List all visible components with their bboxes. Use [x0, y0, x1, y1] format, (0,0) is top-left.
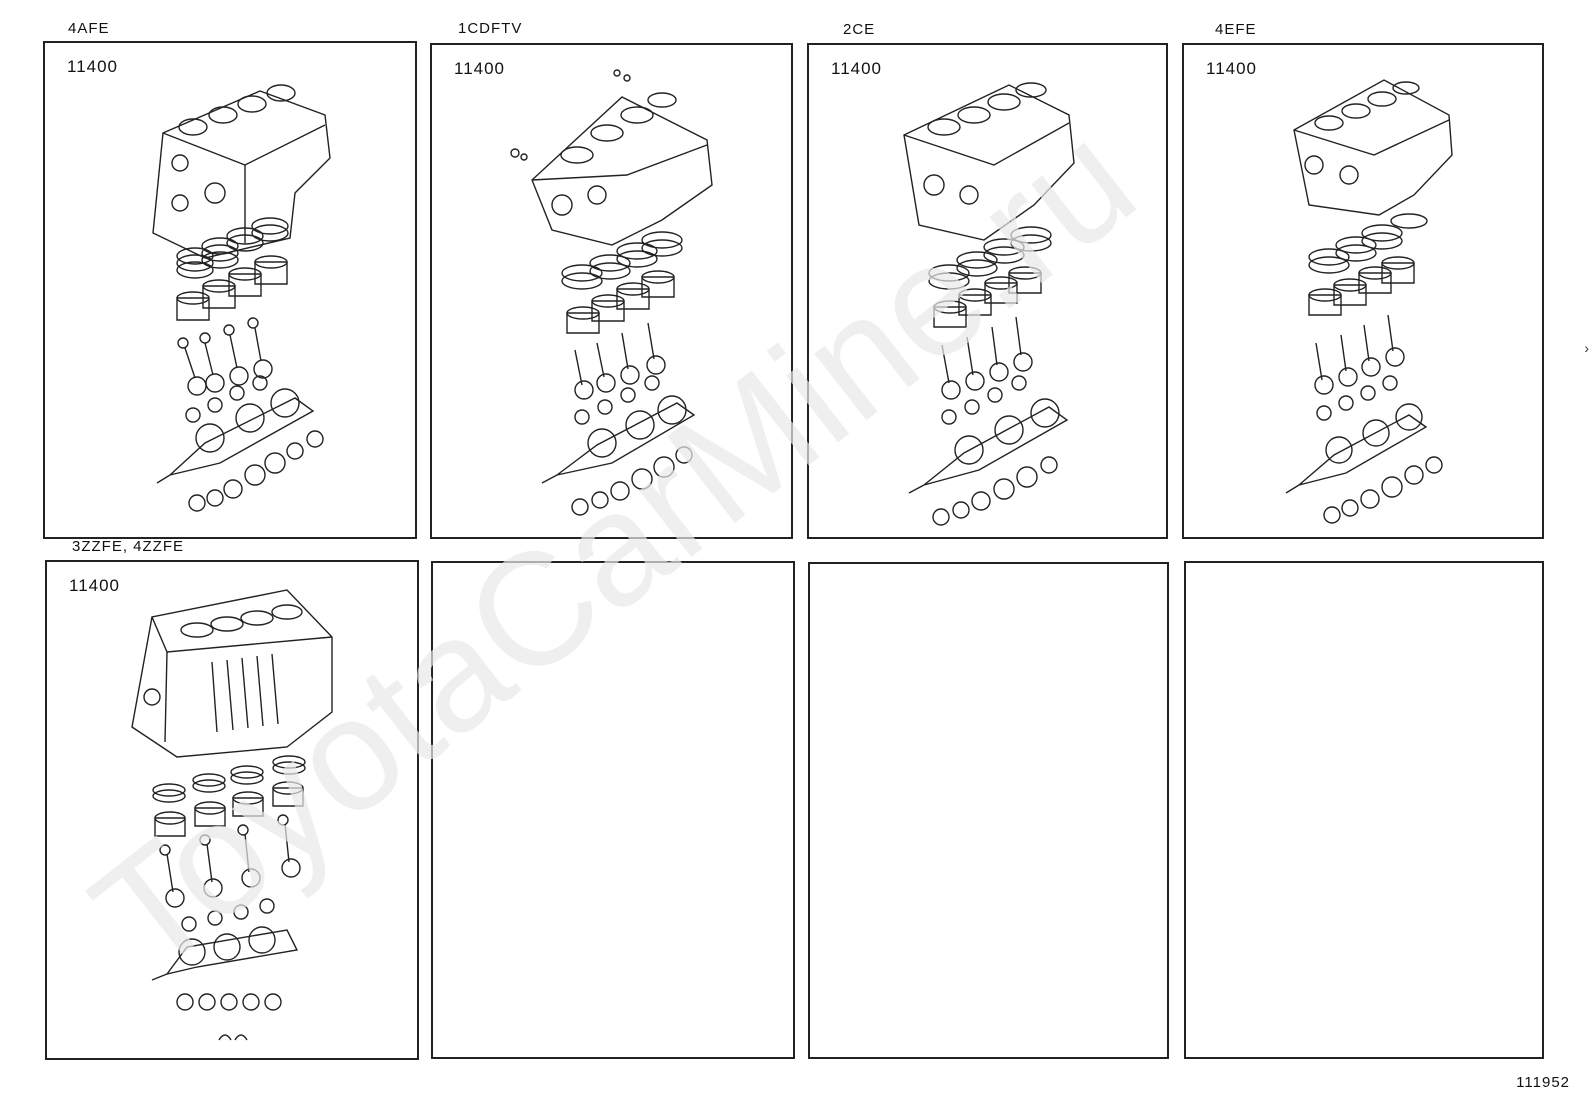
panel-2ce[interactable]: 11400: [807, 43, 1168, 539]
bearings-icon: [185, 375, 268, 423]
piston-rings-icon: [561, 231, 683, 290]
diagram-id: 111952: [1516, 1074, 1570, 1091]
part-number: 11400: [69, 576, 121, 595]
edge-mark: ›: [1584, 340, 1589, 356]
panel-4afe[interactable]: 11400: [43, 41, 417, 539]
cylinder-block-icon: [903, 82, 1075, 241]
panel-empty-1: [431, 561, 795, 1059]
cylinder-block-icon: [131, 589, 333, 758]
short-block-drawing: [809, 45, 1166, 537]
piston-rings-icon: [928, 226, 1052, 290]
short-block-drawing: [45, 43, 415, 537]
connecting-rods-icon: [1314, 314, 1405, 395]
crankshaft-icon: [151, 926, 299, 981]
pistons-icon: [1308, 256, 1415, 316]
short-block-drawing: [432, 45, 791, 537]
panel-empty-3: [1184, 561, 1544, 1059]
engine-label-4afe: 4AFE: [68, 20, 110, 37]
cylinder-block-icon: [510, 69, 713, 246]
main-bearings-icon: [932, 456, 1058, 526]
engine-label-4efe: 4EFE: [1215, 21, 1257, 38]
connecting-rods-icon: [159, 814, 301, 908]
main-bearings-icon: [188, 430, 324, 512]
pistons-icon: [176, 255, 288, 321]
part-number: 11400: [1206, 59, 1258, 78]
panel-1cdftv[interactable]: 11400: [430, 43, 793, 539]
piston-rings-icon: [1308, 213, 1428, 274]
bearings-icon: [1316, 375, 1398, 421]
part-number: 11400: [454, 59, 506, 78]
bearings-icon: [941, 375, 1027, 425]
bearings-icon: [181, 898, 275, 932]
crankshaft-icon: [541, 395, 696, 484]
part-number: 11400: [831, 59, 883, 78]
cylinder-block-icon: [152, 84, 331, 259]
pistons-icon: [154, 781, 304, 837]
engine-label-2ce: 2CE: [843, 21, 876, 38]
short-block-drawing: [1184, 45, 1542, 537]
panel-empty-2: [808, 562, 1169, 1059]
engine-label-3zzfe-4zzfe: 3ZZFE, 4ZZFE: [72, 538, 185, 555]
part-number: 11400: [67, 57, 119, 76]
engine-label-1cdftv: 1CDFTV: [458, 20, 523, 37]
panel-3zzfe-4zzfe[interactable]: 11400: [45, 560, 419, 1060]
main-bearings-icon: [571, 446, 693, 516]
connecting-rods-icon: [574, 322, 666, 400]
pistons-icon: [933, 266, 1042, 328]
piston-rings-icon: [152, 755, 306, 803]
crankshaft-icon: [908, 398, 1069, 494]
cylinder-block-icon: [1293, 79, 1453, 216]
pistons-icon: [566, 270, 675, 334]
short-block-drawing: [47, 562, 417, 1058]
panel-4efe[interactable]: 11400: [1182, 43, 1544, 539]
crankshaft-icon: [1285, 403, 1428, 494]
piston-rings-icon: [176, 217, 289, 279]
main-bearings-icon: [176, 993, 282, 1041]
connecting-rods-icon: [177, 317, 273, 396]
connecting-rods-icon: [941, 316, 1033, 400]
crankshaft-icon: [156, 388, 315, 484]
main-bearings-icon: [1323, 456, 1443, 524]
bearings-icon: [574, 375, 660, 425]
